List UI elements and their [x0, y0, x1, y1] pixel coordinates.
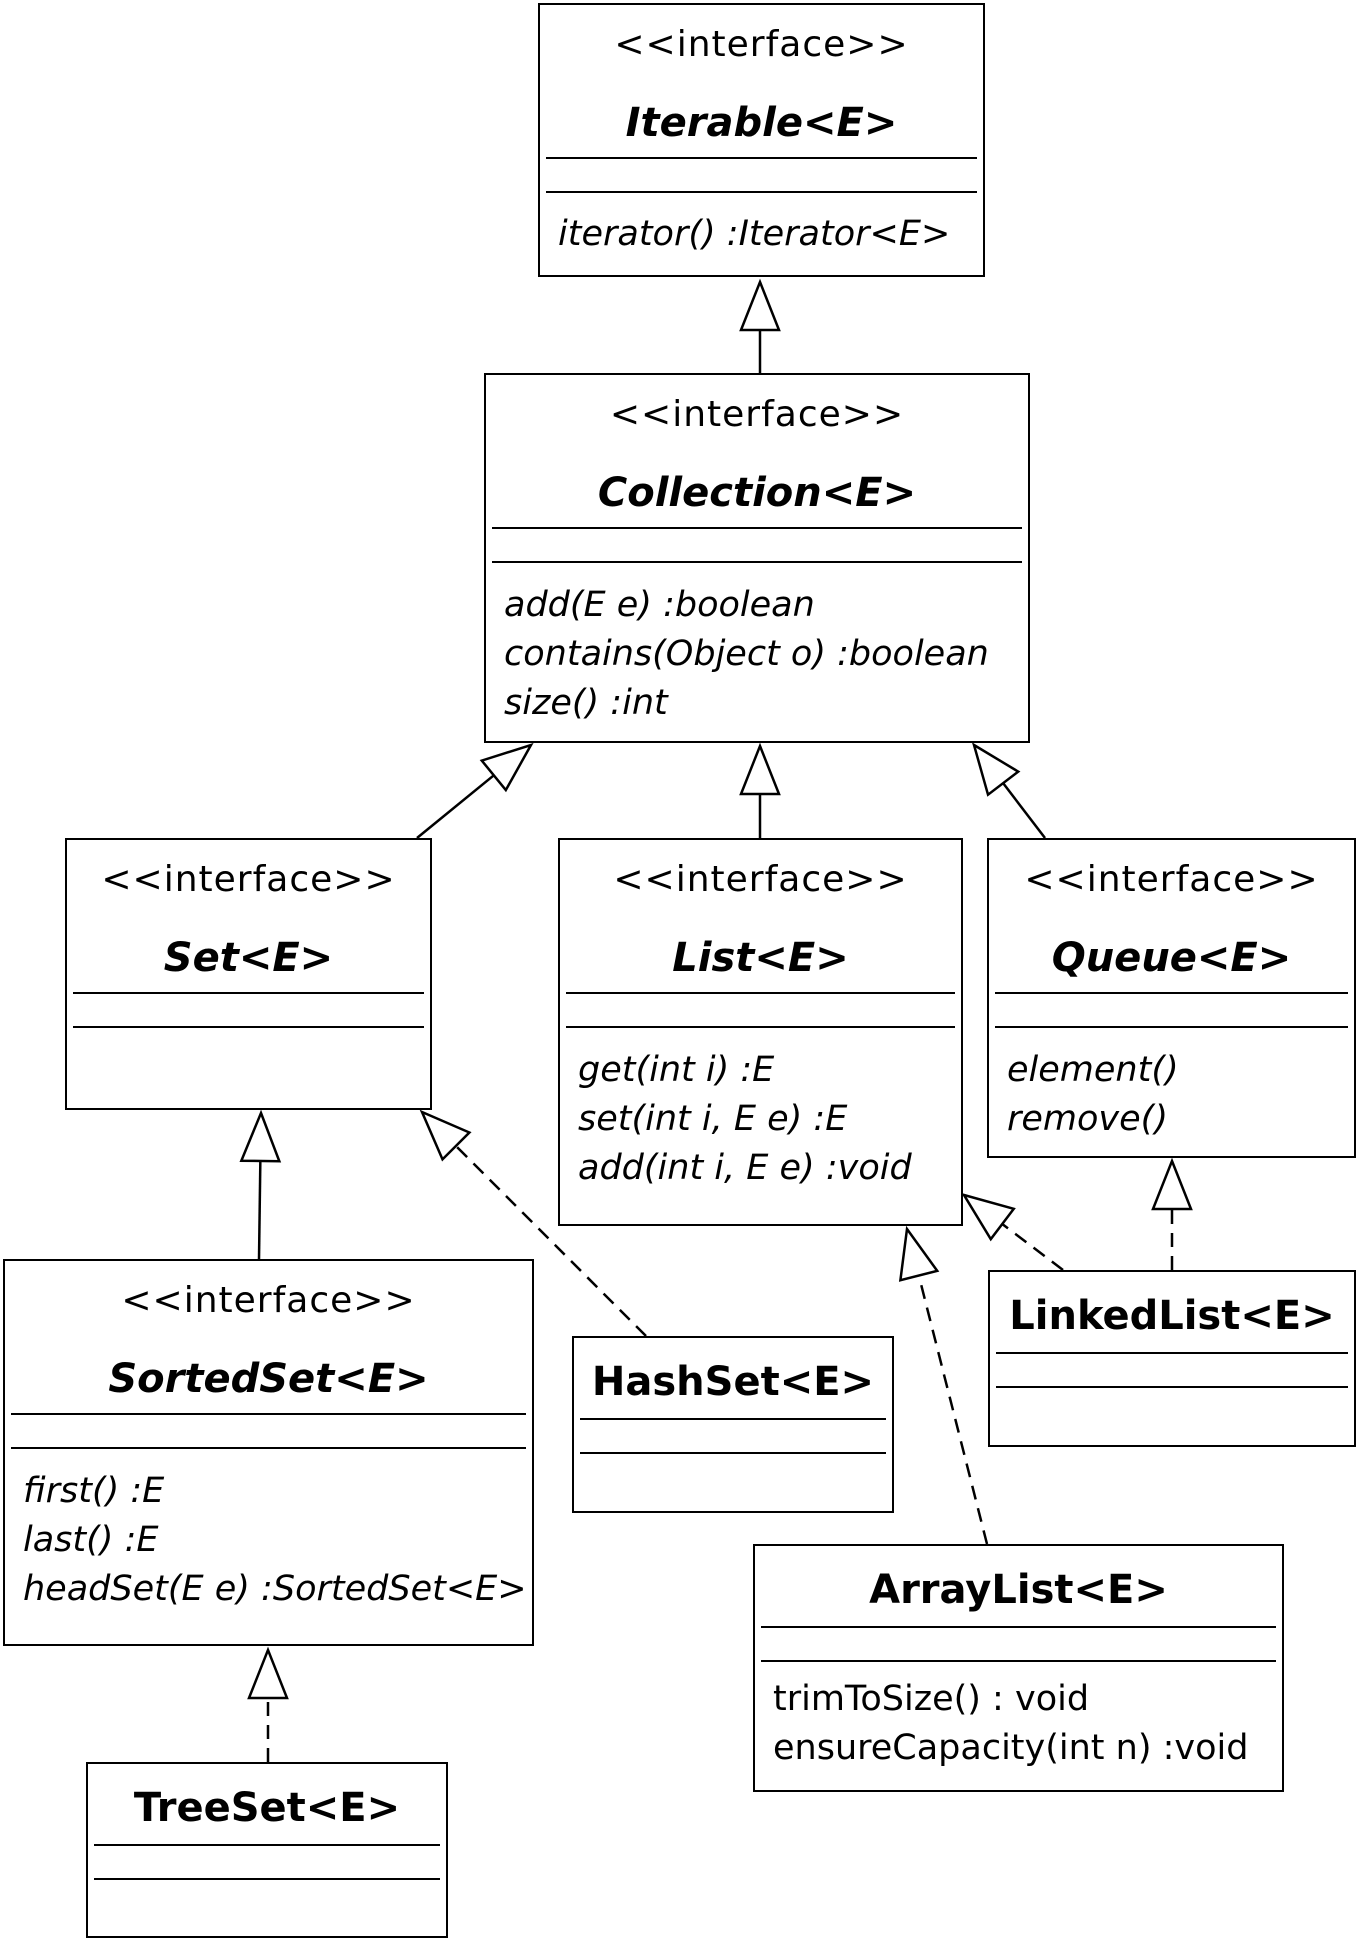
operation: size() :int — [504, 683, 668, 723]
attribute-separator — [761, 1626, 1276, 1628]
operations-list: element() remove() — [1007, 1046, 1348, 1144]
attribute-separator — [546, 157, 977, 159]
operation-separator — [566, 1026, 955, 1028]
class-name: ArrayList<E> — [869, 1567, 1168, 1613]
class-treeset: TreeSet<E> — [86, 1762, 448, 1938]
operations-list: trimToSize() : void ensureCapacity(int n… — [773, 1675, 1276, 1773]
attribute-separator — [996, 1352, 1348, 1354]
stereotype-label: <<interface>> — [1024, 859, 1319, 900]
operation-separator — [996, 1386, 1348, 1388]
operation: last() :E — [23, 1520, 159, 1560]
operation-separator — [492, 561, 1022, 563]
operations-list: first() :E last() :E headSet(E e) :Sorte… — [23, 1467, 527, 1614]
operation: iterator() :Iterator<E> — [558, 214, 951, 254]
attribute-separator — [580, 1418, 886, 1420]
class-name: SortedSet<E> — [108, 1356, 429, 1402]
generalization-line-queue-to-collection — [1002, 782, 1046, 839]
class-name: Set<E> — [163, 935, 334, 981]
operation-separator — [995, 1026, 1348, 1028]
attribute-separator — [73, 992, 424, 994]
stereotype-label: <<interface>> — [609, 394, 905, 435]
operation: first() :E — [23, 1471, 165, 1511]
operation-separator — [761, 1660, 1276, 1662]
stereotype-label: <<interface>> — [121, 1280, 416, 1321]
attribute-separator — [492, 527, 1022, 529]
operation: set(int i, E e) :E — [578, 1099, 848, 1139]
class-name: Queue<E> — [1051, 935, 1292, 981]
operation-separator — [546, 191, 977, 193]
operation: contains(Object o) :boolean — [504, 634, 989, 674]
class-name: TreeSet<E> — [133, 1785, 401, 1831]
operation-separator — [580, 1452, 886, 1454]
hollow-arrowhead-linkedlist-to-list — [961, 1192, 1016, 1242]
stereotype-label: <<interface>> — [614, 24, 909, 65]
hollow-arrowhead-linkedlist-to-queue — [1151, 1157, 1193, 1211]
operations-list: iterator() :Iterator<E> — [558, 210, 977, 259]
class-collection: <<interface>> Collection<E> add(E e) :bo… — [484, 373, 1030, 743]
attribute-separator — [11, 1413, 526, 1415]
operations-list: get(int i) :E set(int i, E e) :E add(int… — [578, 1046, 955, 1193]
generalization-line-sortedset-to-set — [257, 1160, 262, 1260]
operations-list: add(E e) :boolean contains(Object o) :bo… — [504, 581, 1022, 728]
class-name: Collection<E> — [597, 470, 917, 516]
class-name: HashSet<E> — [591, 1359, 875, 1405]
hollow-arrowhead-list-to-collection — [739, 742, 781, 796]
hollow-arrowhead-collection-to-iterable — [739, 278, 781, 332]
operation: ensureCapacity(int n) :void — [773, 1728, 1249, 1768]
class-arraylist: ArrayList<E> trimToSize() : void ensureC… — [753, 1544, 1284, 1792]
class-linkedlist: LinkedList<E> — [988, 1270, 1356, 1447]
operation-separator — [11, 1447, 526, 1449]
hollow-arrowhead-sortedset-to-set — [239, 1109, 282, 1163]
stereotype-label: <<interface>> — [613, 859, 908, 900]
class-list: <<interface>> List<E> get(int i) :E set(… — [558, 838, 963, 1226]
operation: add(E e) :boolean — [504, 585, 815, 625]
attribute-separator — [566, 992, 955, 994]
class-queue: <<interface>> Queue<E> element() remove(… — [987, 838, 1356, 1158]
attribute-separator — [995, 992, 1348, 994]
operation: element() — [1007, 1050, 1179, 1090]
hollow-arrowhead-set-to-collection — [479, 742, 534, 793]
operation: add(int i, E e) :void — [578, 1148, 912, 1188]
hollow-arrowhead-queue-to-collection — [971, 742, 1021, 797]
hollow-arrowhead-treeset-to-sortedset — [247, 1646, 289, 1700]
stereotype-label: <<interface>> — [101, 859, 396, 900]
class-name: LinkedList<E> — [1009, 1293, 1335, 1339]
hollow-arrowhead-arraylist-to-list — [898, 1225, 940, 1282]
class-iterable: <<interface>> Iterable<E> iterator() :It… — [538, 3, 985, 277]
realization-line-arraylist-to-list — [917, 1275, 989, 1545]
operation: trimToSize() : void — [773, 1679, 1090, 1719]
class-name: List<E> — [672, 935, 849, 981]
class-set: <<interface>> Set<E> — [65, 838, 432, 1110]
class-sortedset: <<interface>> SortedSet<E> first() :E la… — [3, 1259, 534, 1646]
attribute-separator — [94, 1844, 440, 1846]
realization-line-linkedlist-to-list — [1001, 1222, 1064, 1271]
class-name: Iterable<E> — [625, 100, 898, 146]
operation: get(int i) :E — [578, 1050, 775, 1090]
generalization-line-set-to-collection — [416, 774, 495, 839]
operation: remove() — [1007, 1099, 1168, 1139]
operation: headSet(E e) :SortedSet<E> — [23, 1569, 527, 1609]
class-hashset: HashSet<E> — [572, 1336, 894, 1513]
operation-separator — [73, 1026, 424, 1028]
hollow-arrowhead-hashset-to-set — [419, 1109, 472, 1162]
operation-separator — [94, 1878, 440, 1880]
